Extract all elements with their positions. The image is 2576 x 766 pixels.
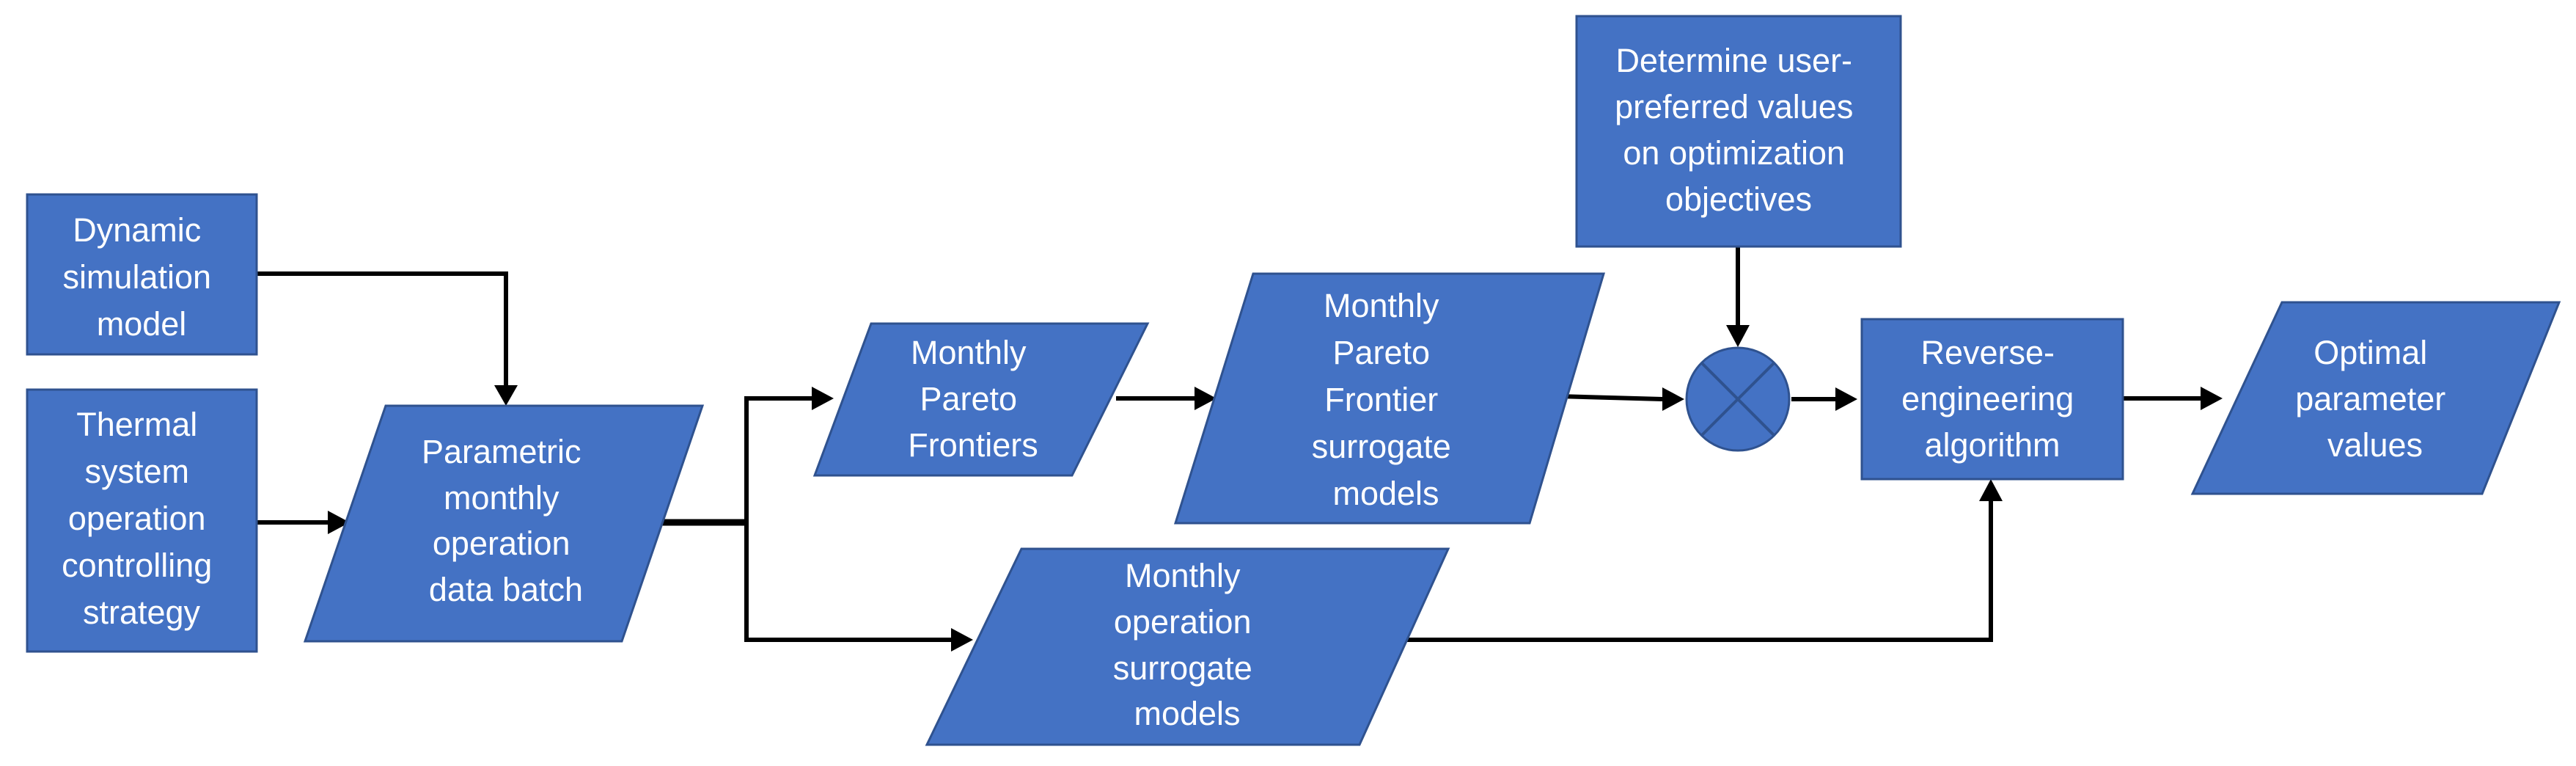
connector-surrogate-to-combiner [1557, 394, 1663, 401]
node-combiner-junction [1685, 346, 1791, 452]
arrowhead-thermal-to-batch [328, 511, 350, 534]
node-label: Determine user- preferred values on opti… [1615, 42, 1863, 218]
node-pareto-surrogate-models: Monthly Pareto Frontier surrogate models [1173, 272, 1606, 525]
data-parallelogram [1173, 272, 1606, 525]
arrowhead-surrogate-to-combiner [1662, 387, 1684, 411]
arrowhead-reverse-to-optimal [2201, 387, 2223, 410]
node-label: Monthly operation surrogate models [1113, 557, 1262, 732]
node-label: Thermal system operation controlling str… [62, 406, 221, 631]
process-box [26, 388, 258, 653]
arrowhead-batch-to-pareto [812, 387, 834, 410]
node-optimal-parameter-values: Optimal parameter values [2190, 301, 2561, 495]
connector-opsurrogate-to-reverse [1401, 501, 1993, 642]
node-reverse-engineering-algorithm: Reverse- engineering algorithm [1860, 318, 2124, 481]
node-label: Monthly Pareto Frontiers [908, 334, 1038, 464]
arrowhead-userpref-to-combiner [1726, 325, 1750, 347]
summing-junction-cross [1700, 362, 1775, 437]
data-parallelogram [2190, 301, 2561, 495]
node-label: Dynamic simulation model [62, 211, 220, 343]
data-parallelogram [303, 404, 705, 643]
arrowhead-combiner-to-reverse [1835, 387, 1857, 411]
connectors [257, 247, 2223, 652]
data-parallelogram [812, 322, 1150, 477]
arrowhead-opsurrogate-to-reverse [1979, 479, 2003, 501]
node-thermal-system-strategy: Thermal system operation controlling str… [26, 388, 258, 653]
connector-dynamic-to-batch [257, 271, 508, 385]
node-label: Parametric monthly operation data batch [422, 433, 590, 608]
process-box [1860, 318, 2124, 481]
node-parametric-data-batch: Parametric monthly operation data batch [303, 404, 705, 643]
node-user-preference: Determine user- preferred values on opti… [1575, 15, 1902, 248]
node-operation-surrogate-models: Monthly operation surrogate models [925, 547, 1450, 746]
arrowhead-batch-to-opsurrogate [951, 628, 973, 652]
node-dynamic-simulation-model: Dynamic simulation model [26, 193, 258, 356]
connector-batch-to-opsurrogate [744, 522, 951, 642]
arrowhead-pareto-to-surrogate [1195, 387, 1217, 410]
node-label: Optimal parameter values [2295, 334, 2455, 464]
process-box [26, 193, 258, 356]
arrowhead-dynamic-to-batch [494, 385, 518, 406]
process-box [1575, 15, 1902, 248]
data-parallelogram [925, 547, 1450, 746]
node-monthly-pareto-frontiers: Monthly Pareto Frontiers [812, 322, 1150, 477]
node-label: Reverse- engineering algorithm [1901, 334, 2083, 464]
node-label: Monthly Pareto Frontier surrogate models [1312, 287, 1461, 512]
connector-batch-to-pareto [744, 396, 812, 522]
